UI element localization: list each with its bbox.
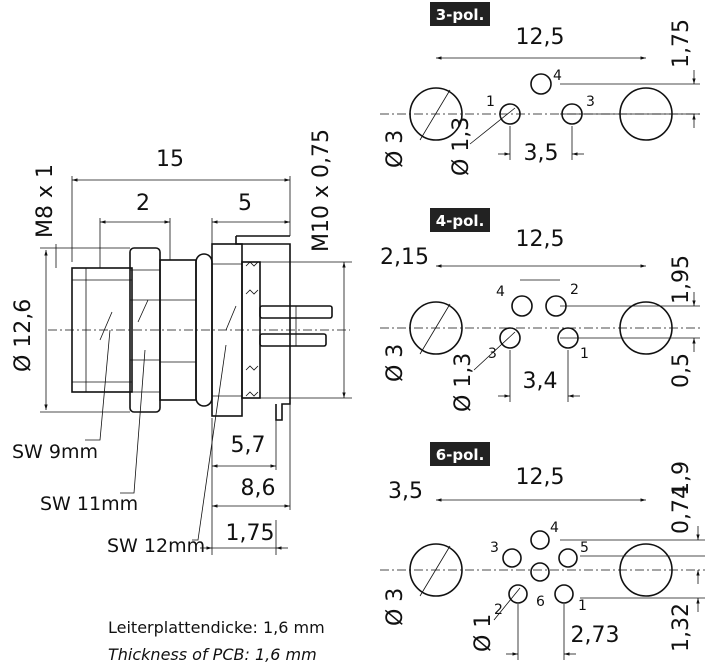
diameter-label: Ø 12,6 bbox=[11, 299, 36, 372]
layout-4-pol-title: 4-pol. bbox=[436, 212, 485, 230]
layout-4-pol-offset-v2: 0,5 bbox=[669, 353, 694, 388]
layout-6-pol-offset-h: 3,5 bbox=[388, 479, 423, 504]
layout-6-pol-offset-v2: 0,74 bbox=[669, 485, 694, 534]
pin-2: 2 bbox=[570, 282, 579, 298]
layout-3-pol-title: 3-pol. bbox=[436, 6, 485, 24]
layout-6-pol-title: 6-pol. bbox=[436, 446, 485, 464]
layout-3-pol: 3-pol. 12,5 1,75 1 3 4 3,5 Ø 3 Ø 1,3 bbox=[380, 2, 700, 176]
pin-4: 4 bbox=[496, 284, 505, 300]
pin-1: 1 bbox=[580, 346, 589, 362]
dim-8-6: 8,6 bbox=[241, 476, 276, 501]
layout-4-pol: 4-pol. 12,5 2,15 1,95 0,5 1 2 3 4 3,4 Ø … bbox=[380, 208, 700, 412]
layout-6-pol: 6-pol. 12,5 3,5 1,9 0,74 1,32 1 2 3 4 5 … bbox=[380, 442, 705, 660]
layout-6-pol-hole-small: Ø 1 bbox=[471, 614, 496, 652]
layout-4-pol-offset-h: 2,15 bbox=[380, 245, 429, 270]
thread-rear-label: M10 x 0,75 bbox=[309, 129, 334, 252]
dim-thread-right: 5 bbox=[238, 191, 252, 216]
wrench-size-12: SW 12mm bbox=[107, 535, 205, 557]
layout-4-pol-offset-v1: 1,95 bbox=[669, 255, 694, 304]
pin-3: 3 bbox=[488, 346, 497, 362]
layout-4-pol-hole-large: Ø 3 bbox=[383, 344, 408, 382]
dim-1-75: 1,75 bbox=[226, 521, 275, 546]
layout-6-pol-offset-v1: 1,9 bbox=[669, 461, 694, 496]
layout-4-pol-spacing: 3,4 bbox=[523, 369, 558, 394]
layout-6-pol-offset-v3: 1,32 bbox=[669, 603, 694, 652]
layout-3-pol-hole-large: Ø 3 bbox=[383, 130, 408, 168]
layout-3-pol-width: 12,5 bbox=[516, 25, 565, 50]
layout-6-pol-spacing: 2,73 bbox=[571, 623, 620, 648]
pin-5: 5 bbox=[580, 540, 589, 556]
pin-6: 6 bbox=[536, 594, 545, 610]
dim-5-7: 5,7 bbox=[231, 433, 266, 458]
pcb-thickness-en: Thickness of PCB: 1,6 mm bbox=[108, 645, 317, 664]
layout-3-pol-offset: 1,75 bbox=[669, 19, 694, 68]
layout-4-pol-hole-small: Ø 1,3 bbox=[451, 353, 476, 412]
pin-1: 1 bbox=[578, 598, 587, 614]
dim-total-length: 15 bbox=[156, 147, 184, 172]
pin-3: 3 bbox=[586, 94, 595, 110]
dim-thread-left: 2 bbox=[136, 191, 150, 216]
pin-3: 3 bbox=[490, 540, 499, 556]
pin-4: 4 bbox=[550, 520, 559, 536]
thread-front-label: M8 x 1 bbox=[33, 164, 58, 238]
layout-3-pol-hole-small: Ø 1,3 bbox=[449, 117, 474, 176]
connector-side-view bbox=[48, 235, 352, 421]
layout-6-pol-width: 12,5 bbox=[516, 465, 565, 490]
pin-1: 1 bbox=[486, 94, 495, 110]
wrench-size-11: SW 11mm bbox=[40, 493, 138, 515]
layout-3-pol-spacing: 3,5 bbox=[524, 141, 559, 166]
layout-4-pol-width: 12,5 bbox=[516, 227, 565, 252]
pcb-thickness-de: Leiterplattendicke: 1,6 mm bbox=[108, 618, 325, 637]
side-view-dimensions: 15 2 5 Ø 12,6 M8 x 1 M10 x 0,75 5,7 8,6 … bbox=[11, 129, 346, 557]
wrench-size-9: SW 9mm bbox=[12, 441, 98, 463]
layout-6-pol-hole-large: Ø 3 bbox=[383, 588, 408, 626]
pin-2: 2 bbox=[494, 602, 503, 618]
pin-4: 4 bbox=[553, 68, 562, 84]
